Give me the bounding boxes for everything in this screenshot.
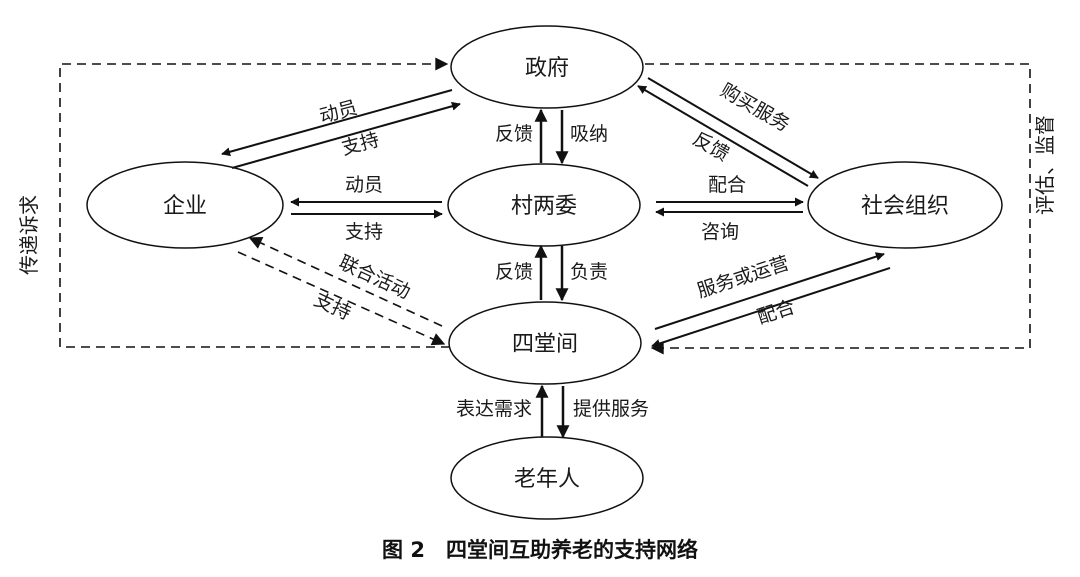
arrow-gov-to-enterprise bbox=[221, 89, 453, 157]
label-transmit-demands: 传递诉求 bbox=[17, 195, 41, 275]
label-social-consult-village: 咨询 bbox=[701, 221, 739, 243]
label-social-feedback-gov: 反馈 bbox=[689, 128, 733, 166]
arrow-enterprise-to-gov bbox=[231, 101, 461, 169]
label-village-mobilize-enterprise: 动员 bbox=[345, 174, 383, 196]
node-village-committees-label: 村两委 bbox=[511, 194, 577, 219]
label-gov-absorb-village: 吸纳 bbox=[570, 123, 608, 145]
node-government: 政府 bbox=[450, 25, 644, 109]
node-enterprise: 企业 bbox=[86, 161, 284, 249]
label-enterprise-support-sitang: 支持 bbox=[311, 289, 355, 325]
label-sitang-feedback-village: 反馈 bbox=[495, 261, 533, 283]
label-express-needs: 表达需求 bbox=[456, 398, 532, 420]
arrow-enterprise-to-sitang-dashed bbox=[237, 251, 446, 346]
right-evaluation-loop bbox=[645, 63, 1031, 355]
label-village-cooperate-social: 配合 bbox=[708, 174, 746, 196]
label-enterprise-support-village: 支持 bbox=[345, 221, 383, 243]
node-elderly-label: 老年人 bbox=[514, 467, 580, 492]
label-gov-mobilize-enterprise: 动员 bbox=[317, 97, 359, 128]
arrow-sitang-to-enterprise-dashed bbox=[248, 236, 443, 327]
node-sitangjian: 四堂间 bbox=[448, 301, 642, 385]
arrow-gov-to-social bbox=[647, 77, 819, 179]
node-enterprise-label: 企业 bbox=[163, 194, 207, 219]
label-service-or-operation: 服务或运营 bbox=[695, 252, 792, 302]
label-evaluate-supervise: 评估、监督 bbox=[1033, 115, 1057, 215]
label-village-feedback-gov: 反馈 bbox=[495, 123, 533, 145]
node-elderly: 老年人 bbox=[450, 436, 644, 520]
node-social-organization-label: 社会组织 bbox=[861, 194, 949, 219]
arrow-social-to-gov bbox=[637, 85, 809, 187]
label-village-responsible-sitang: 负责 bbox=[570, 261, 608, 283]
node-sitangjian-label: 四堂间 bbox=[512, 332, 578, 357]
node-village-committees: 村两委 bbox=[447, 163, 641, 247]
label-joint-activities: 联合活动 bbox=[335, 252, 413, 304]
arrow-sitang-to-social bbox=[654, 252, 885, 330]
arrow-social-to-sitang bbox=[651, 267, 891, 348]
left-feedback-loop bbox=[59, 57, 450, 348]
label-provide-services: 提供服务 bbox=[573, 398, 649, 420]
figure-caption: 图 2 四堂间互助养老的支持网络 bbox=[382, 538, 698, 562]
node-government-label: 政府 bbox=[525, 56, 569, 81]
label-social-cooperate-sitang: 配合 bbox=[755, 296, 798, 329]
label-gov-purchase-service: 购买服务 bbox=[717, 79, 794, 136]
node-social-organization: 社会组织 bbox=[807, 161, 1003, 249]
label-enterprise-support-gov: 支持 bbox=[339, 129, 381, 160]
